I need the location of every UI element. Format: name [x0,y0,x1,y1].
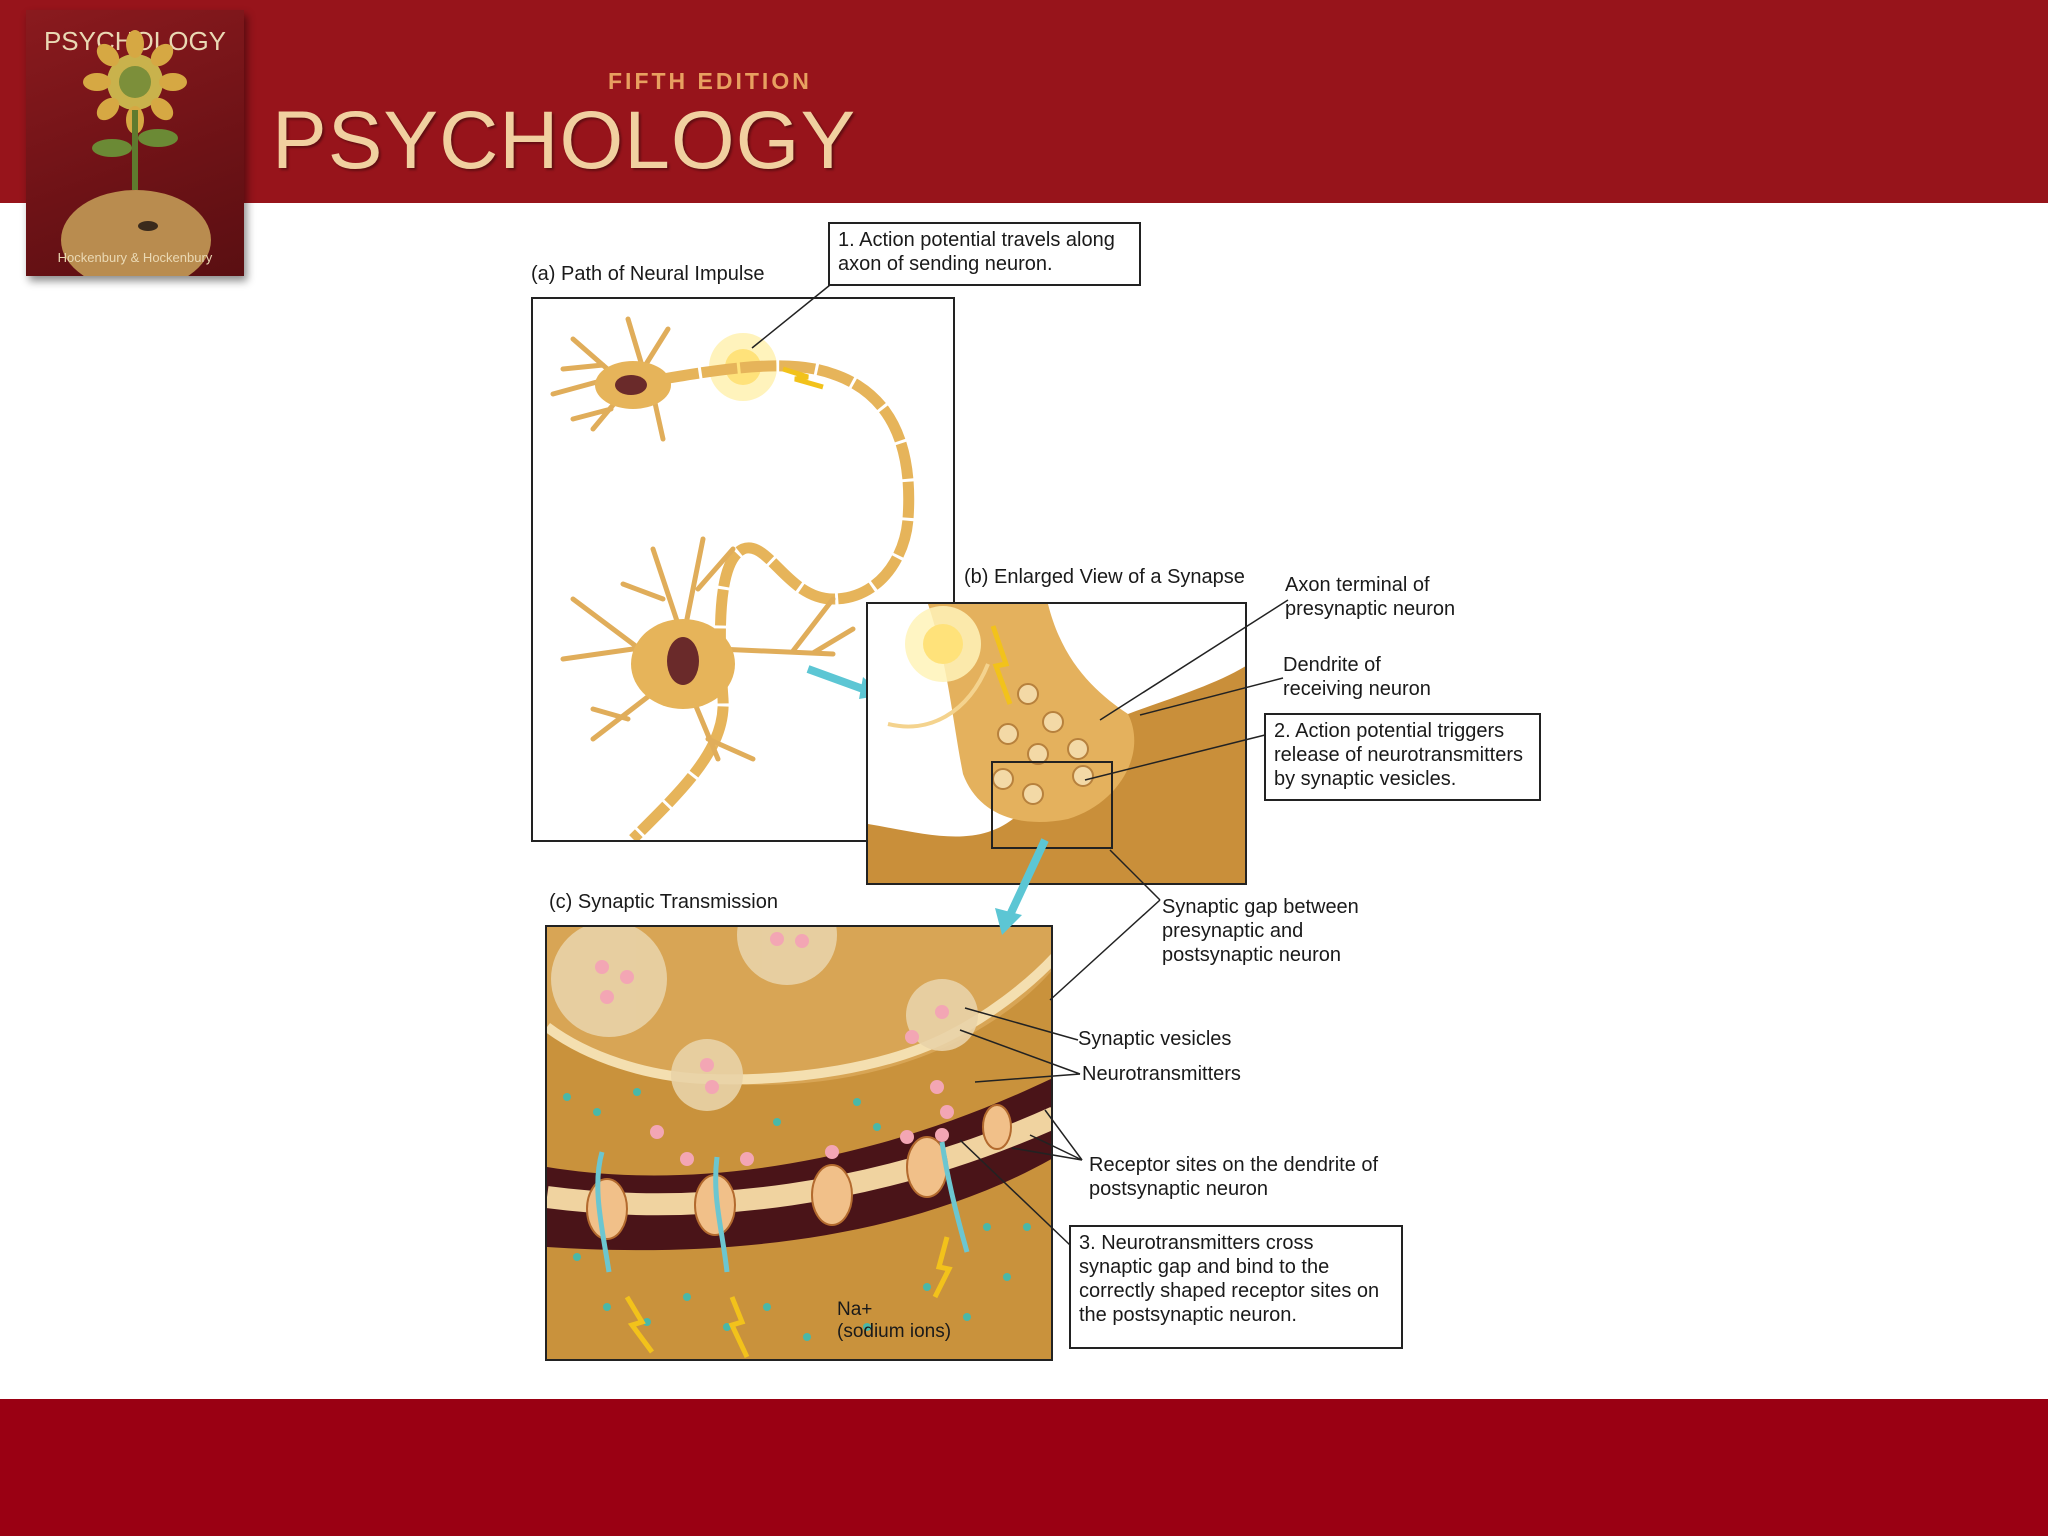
synaptic-transmission-illustration [547,927,1051,1359]
edition-label: FIFTH EDITION [608,68,812,94]
panel-c-transmission: Na+ (sodium ions) [545,925,1053,1361]
panel-a-title: (a) Path of Neural Impulse [531,263,765,285]
synaptic-vesicles-label: Synaptic vesicles [1078,1028,1232,1050]
step-3-callout: 3. Neurotransmitters cross synaptic gap … [1069,1225,1403,1349]
footer-banner [0,1399,2048,1536]
step-1-callout: 1. Action potential travels along axon o… [828,222,1141,286]
neurotransmitters-label: Neurotransmitters [1082,1063,1241,1085]
book-title: PSYCHOLOGY [272,95,857,186]
header-banner [0,0,2048,203]
neuron-path-illustration [550,316,915,840]
synaptic-gap-label: Synaptic gap between presynaptic and pos… [1162,896,1359,966]
panel-b-synapse [866,602,1247,885]
dendrite-label: Dendrite of receiving neuron [1283,654,1431,700]
step-2-callout: 2. Action potential triggers release of … [1264,713,1541,801]
receptor-sites-label: Receptor sites on the dendrite of postsy… [1089,1154,1379,1200]
synapse-illustration [868,604,1245,883]
axon-terminal-label: Axon terminal of presynaptic neuron [1285,574,1456,620]
cover-flower-illustration [61,30,211,276]
panel-b-title: (b) Enlarged View of a Synapse [964,566,1245,588]
book-cover: PSYCHOLOGY Hockenbury & Hockenbury [26,10,244,276]
cover-authors: Hockenbury & Hockenbury [57,250,213,265]
sodium-label: Na+ (sodium ions) [837,1299,952,1342]
panel-c-title: (c) Synaptic Transmission [549,891,778,913]
